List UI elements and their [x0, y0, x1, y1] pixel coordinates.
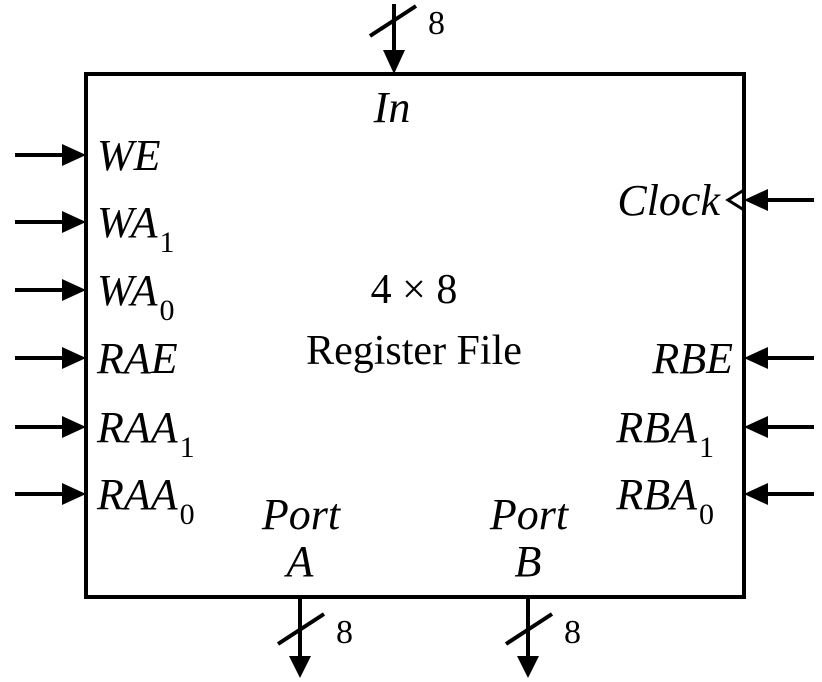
right-pin-rba0: RBA0: [615, 470, 814, 531]
left-pin-wa0: WA0: [15, 266, 174, 327]
left-pin-wa0-arrowhead: [62, 279, 86, 301]
register-file-block: [84, 72, 746, 599]
port-b-arrowhead: [517, 656, 539, 678]
right-pin-rba1-label-subscript: 1: [699, 431, 714, 464]
port-b-slash: [504, 612, 554, 646]
left-pin-raa1-label-subscript: 1: [180, 431, 195, 464]
port-a-slash: [276, 612, 326, 646]
left-pin-wa0-label: WA0: [97, 266, 174, 327]
input-bus-slash: [368, 4, 418, 38]
right-pin-rba1: RBA1: [615, 403, 814, 464]
left-pin-wa1-label-subscript: 1: [159, 226, 174, 259]
left-pin-rae-label: RAE: [96, 334, 178, 383]
left-pin-we-arrowhead: [62, 144, 86, 166]
right-pin-rba1-label-base: RBA: [615, 403, 698, 452]
left-pin-raa1-arrowhead: [62, 416, 86, 438]
port-b-width: 8: [564, 614, 581, 651]
left-pin-rae-arrowhead: [62, 347, 86, 369]
left-pin-we-label-base: WE: [97, 131, 161, 180]
port-a-width: 8: [336, 614, 353, 651]
port-a-arrowhead: [289, 656, 311, 678]
input-bus-arrowhead: [383, 50, 405, 74]
output-port-b: Port B 8: [489, 490, 581, 678]
right-pin-rba0-arrowhead: [744, 483, 768, 505]
port-b-label-line1: Port: [489, 490, 570, 539]
left-pin-raa0: RAA0: [15, 470, 195, 531]
left-pin-raa0-label-base: RAA: [96, 470, 179, 519]
right-pin-rba1-arrowhead: [744, 416, 768, 438]
right-pin-rba0-label-base: RBA: [615, 470, 698, 519]
left-pin-we-label: WE: [97, 131, 161, 180]
right-pin-rbe: RBE: [651, 334, 814, 383]
port-a-label-line1: Port: [261, 490, 342, 539]
block-title-name: Register File: [306, 328, 522, 374]
input-bus-width: 8: [428, 5, 445, 42]
left-pin-wa0-label-subscript: 0: [159, 294, 174, 327]
right-pin-clock-arrowhead: [744, 189, 768, 211]
right-pin-clock-label-base: Clock: [617, 176, 721, 225]
right-pin-rbe-arrowhead: [744, 347, 768, 369]
left-pin-wa1-label-base: WA: [97, 198, 159, 247]
left-pin-raa1-label-base: RAA: [96, 403, 179, 452]
input-bus-in: 8: [368, 4, 445, 74]
left-pin-wa1-arrowhead: [62, 211, 86, 233]
block-title-size: 4 × 8: [371, 267, 458, 313]
left-pin-raa1-label: RAA1: [96, 403, 195, 464]
right-pin-rbe-label: RBE: [651, 334, 733, 383]
left-pin-rae: RAE: [15, 334, 178, 383]
clock-edge-triangle: [725, 188, 745, 212]
right-pin-rbe-label-base: RBE: [651, 334, 733, 383]
input-port-label: In: [373, 83, 411, 132]
left-pin-raa0-label-subscript: 0: [180, 498, 195, 531]
left-pin-raa1: RAA1: [15, 403, 195, 464]
port-b-label-line2: B: [515, 537, 542, 586]
right-pin-clock: Clock: [617, 176, 814, 225]
right-pin-rba0-label-subscript: 0: [699, 498, 714, 531]
left-pin-wa1: WA1: [15, 198, 174, 259]
left-pin-raa0-arrowhead: [62, 483, 86, 505]
left-pin-wa0-label-base: WA: [97, 266, 159, 315]
output-port-a: Port A 8: [261, 490, 353, 678]
right-pin-rba1-label: RBA1: [615, 403, 714, 464]
left-pin-we: WE: [15, 131, 161, 180]
port-a-label-line2: A: [284, 537, 315, 586]
right-pin-clock-label: Clock: [617, 176, 721, 225]
right-pin-rba0-label: RBA0: [615, 470, 714, 531]
left-pin-wa1-label: WA1: [97, 198, 174, 259]
left-pin-raa0-label: RAA0: [96, 470, 195, 531]
left-pin-rae-label-base: RAE: [96, 334, 178, 383]
